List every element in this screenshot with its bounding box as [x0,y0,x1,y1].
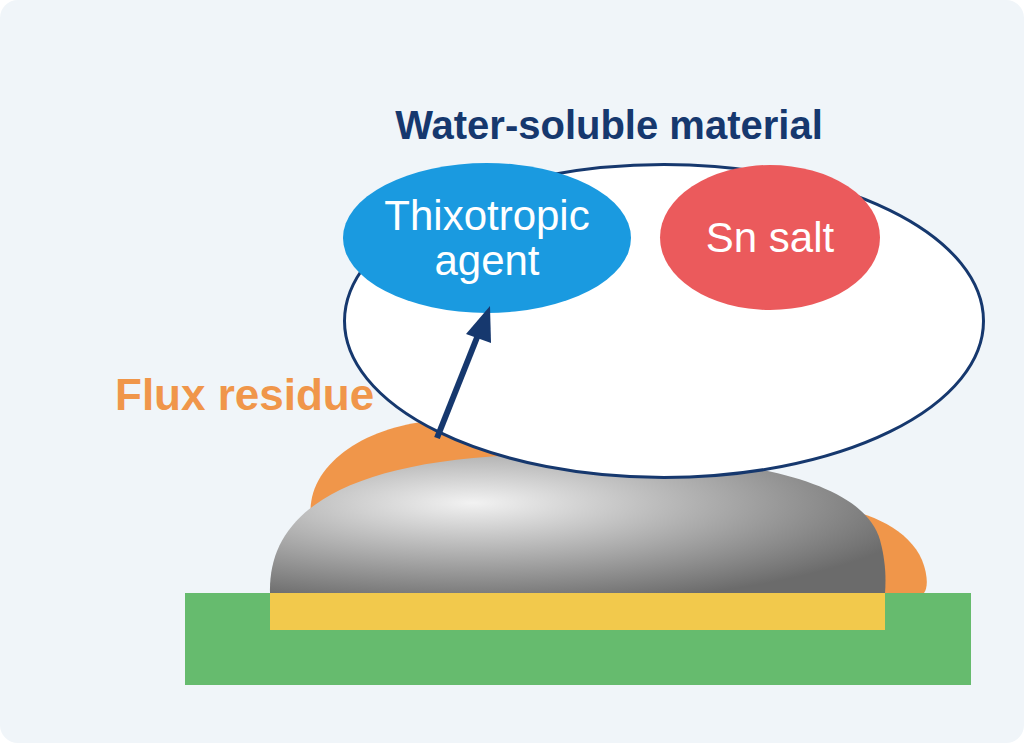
group-ellipse: Thixotropic agent Sn salt Water-soluble ma… [288,42,930,358]
component-label: Sn salt [706,215,834,260]
ellipse-shape [660,165,880,310]
circuit-board [185,593,971,685]
solder-joint [270,454,886,593]
copper-pad [270,593,885,630]
component-ellipse: Thixotropic agent [343,163,631,313]
component-ellipse: Sn salt [660,165,880,310]
group-heading: Water-soluble material [395,104,823,147]
component-label: Thixotropic agent [383,193,590,284]
ellipse-shape [345,165,984,478]
part-label: Flux residue [115,370,374,420]
ellipse-shape [343,163,631,313]
